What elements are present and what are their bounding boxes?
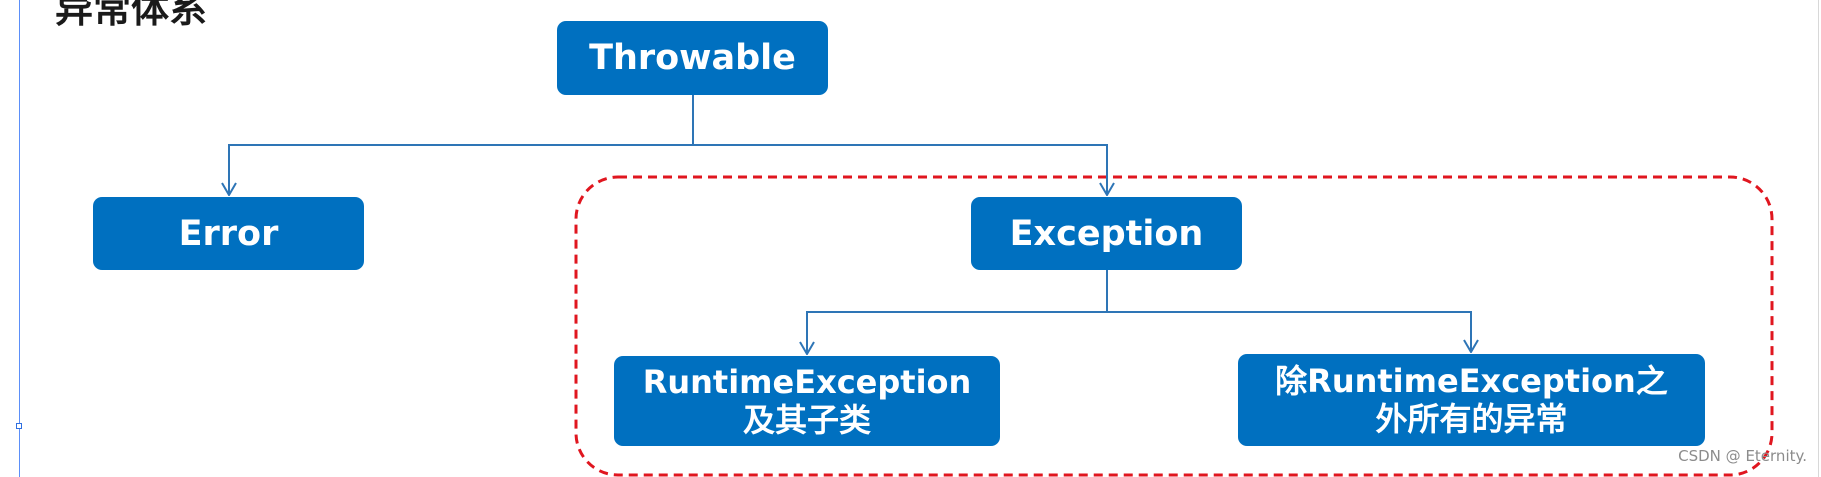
section-heading: 异常体系 (55, 0, 208, 31)
node-exception: Exception (971, 197, 1242, 270)
node-checked-exceptions-label-line-2: 外所有的异常 (1375, 400, 1568, 438)
node-exception-label: Exception (1009, 213, 1204, 254)
connector-throwable-to-exception (693, 144, 1107, 195)
node-runtime-exception-label-line-1: RuntimeException (642, 363, 972, 401)
node-runtime-exception: RuntimeException 及其子类 (614, 356, 1000, 446)
node-runtime-exception-label-line-2: 及其子类 (742, 401, 871, 439)
connector-exception-to-checked (1107, 311, 1471, 352)
exception-group-highlight (574, 175, 1774, 477)
watermark: CSDN @ Eternity. (1678, 447, 1807, 465)
connector-exception-to-runtime (807, 311, 1107, 354)
editor-left-rule (19, 0, 20, 477)
editor-right-rule (1818, 0, 1819, 477)
node-throwable: Throwable (557, 21, 828, 95)
resize-handle[interactable] (16, 423, 22, 429)
connector-throwable-group (229, 95, 1107, 195)
connector-exception-group (807, 270, 1471, 354)
node-throwable-label: Throwable (589, 38, 796, 78)
node-error: Error (93, 197, 364, 270)
connector-throwable-to-error (229, 144, 693, 195)
node-error-label: Error (178, 213, 279, 254)
node-checked-exceptions-label-line-1: 除RuntimeException之 (1275, 362, 1668, 400)
node-checked-exceptions: 除RuntimeException之 外所有的异常 (1238, 354, 1705, 446)
